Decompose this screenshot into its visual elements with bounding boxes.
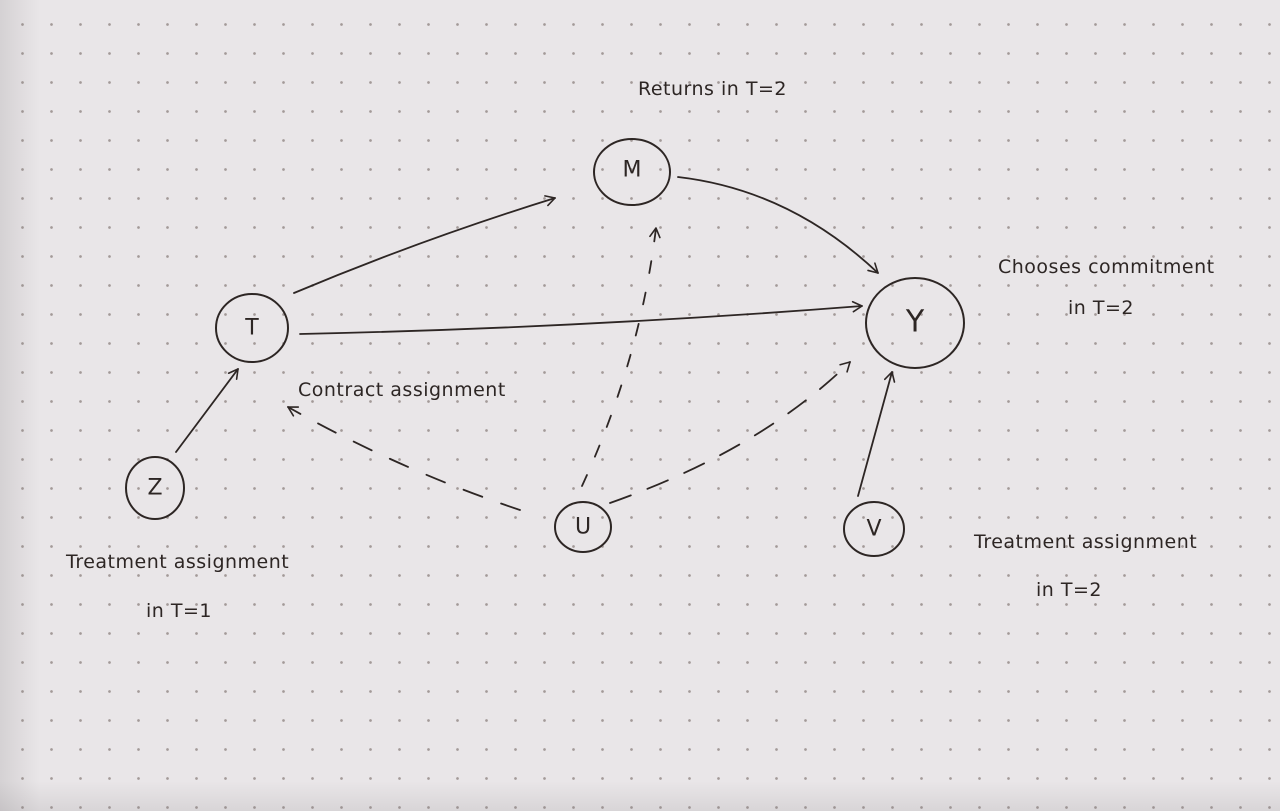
- edge-u-to-m-dashed: [581, 227, 661, 487]
- node-y: Y: [865, 277, 965, 369]
- edge-z-to-t: [175, 368, 239, 453]
- node-y-label: Y: [905, 305, 925, 340]
- node-v: V: [843, 501, 905, 557]
- edge-v-to-y: [857, 371, 896, 497]
- annotation-treatment-t2-line1: Treatment assignment: [973, 531, 1197, 553]
- edge-u-to-y-dashed: [609, 361, 851, 504]
- annotation-treatment-t1-line2: in T=1: [146, 600, 212, 622]
- page-shadow-bottom: [0, 781, 1280, 811]
- annotation-treatment-t1-line1: Treatment assignment: [65, 551, 289, 573]
- page-shadow-left: [0, 0, 40, 811]
- node-z: Z: [125, 456, 185, 520]
- node-v-label: V: [866, 517, 881, 542]
- edge-t-to-m: [293, 195, 556, 294]
- edge-t-to-y: [299, 300, 863, 335]
- annotation-chooses-line2: in T=2: [1068, 297, 1134, 319]
- node-m-label: M: [623, 158, 642, 183]
- node-t-label: T: [244, 316, 259, 341]
- node-z-label: Z: [147, 476, 162, 501]
- edge-m-to-y: [677, 176, 879, 274]
- node-m: M: [593, 138, 671, 206]
- edge-u-to-t-dashed: [287, 406, 521, 511]
- node-u-label: U: [575, 515, 591, 540]
- node-u: U: [554, 501, 612, 553]
- node-t: T: [215, 293, 289, 363]
- annotation-chooses-line1: Chooses commitment: [998, 256, 1215, 278]
- annotation-returns: Returns in T=2: [638, 78, 787, 100]
- annotation-contract: Contract assignment: [298, 379, 506, 401]
- annotation-treatment-t2-line2: in T=2: [1036, 579, 1102, 601]
- edges: [175, 176, 896, 511]
